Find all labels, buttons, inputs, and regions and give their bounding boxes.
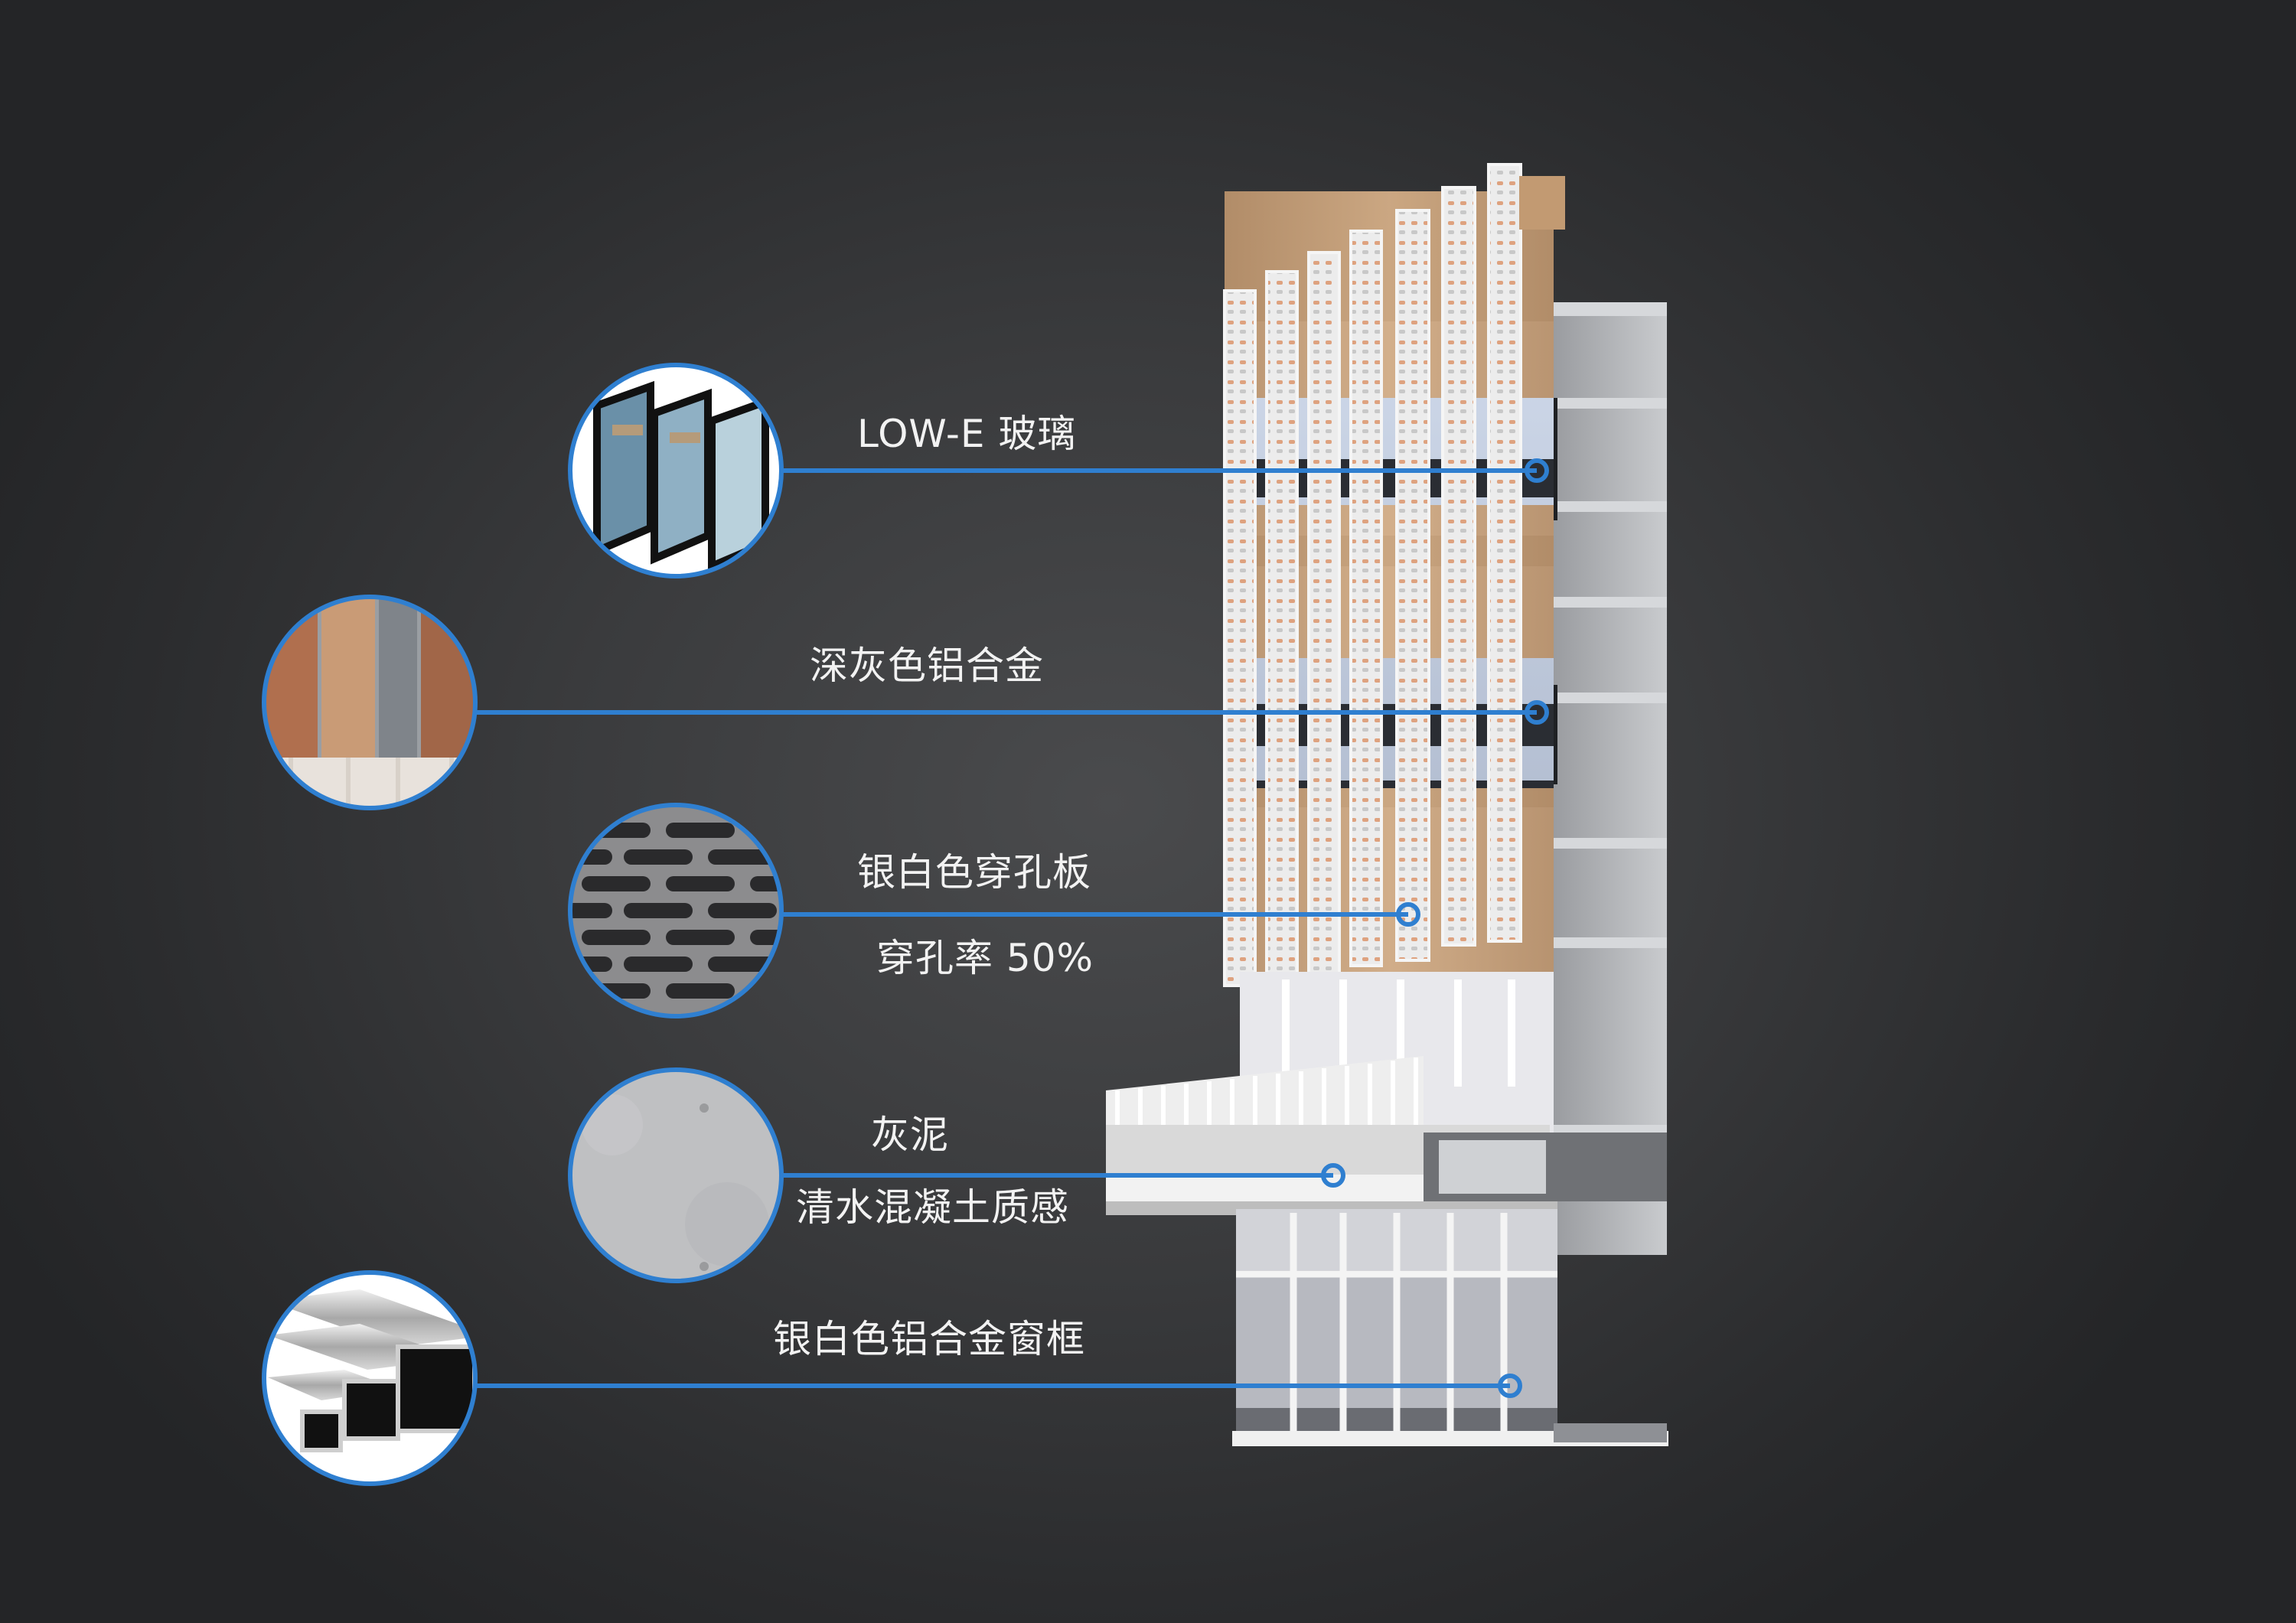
callout-marker-aluminum <box>1525 700 1549 725</box>
aluminum-profile-icon <box>262 595 478 810</box>
label-fair-faced-concrete: 清水混凝土质感 <box>796 1185 1069 1230</box>
aluminum-tube-icon <box>262 1270 478 1486</box>
label-perforation-rate: 穿孔率 50% <box>876 936 1094 980</box>
double-glazing-glass-icon <box>568 363 784 578</box>
label-silver-perforated-panel: 银白色穿孔板 <box>857 850 1091 895</box>
ground-floor-glazing <box>1232 1209 1668 1446</box>
concrete-texture-icon <box>568 1067 784 1283</box>
label-silver-aluminum-window-frame: 银白色铝合金窗框 <box>773 1317 1085 1361</box>
callout-marker-concrete <box>1321 1163 1345 1188</box>
callout-marker-perforated <box>1396 902 1420 927</box>
perforated-fins <box>1223 163 1522 987</box>
label-dark-gray-aluminum: 深灰色铝合金 <box>810 644 1044 688</box>
label-low-e-glass: LOW-E 玻璃 <box>857 412 1077 456</box>
label-gray-plaster: 灰泥 <box>871 1113 949 1157</box>
callout-marker-frame <box>1498 1374 1522 1398</box>
callout-lines <box>475 458 1549 1398</box>
perforated-panel-icon <box>568 803 784 1018</box>
building-facade-model <box>1106 163 1668 1446</box>
concrete-balcony <box>1106 1056 1667 1215</box>
callout-marker-glass <box>1525 458 1549 483</box>
